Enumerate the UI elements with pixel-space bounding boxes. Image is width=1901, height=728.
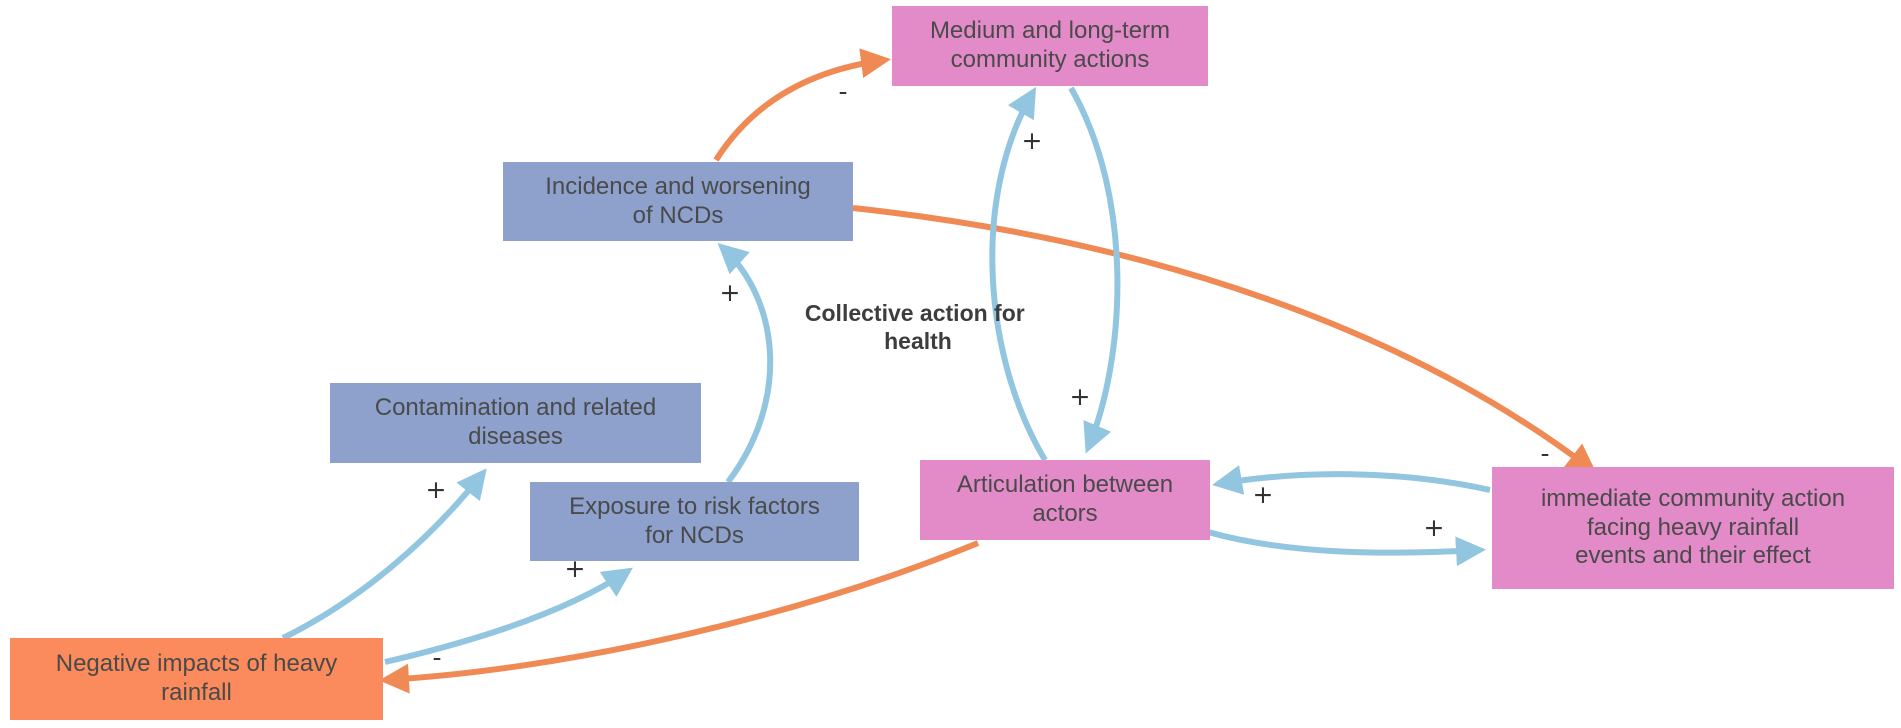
- node-medium-long-term-actions: Medium and long-term community actions: [892, 6, 1208, 86]
- polarity-articulation-to-medium: +: [1022, 126, 1043, 155]
- node-exposure-risk-factors: Exposure to risk factors for NCDs: [530, 482, 859, 561]
- link-articulation-to-impacts: [379, 540, 980, 694]
- polarity-impacts-to-exposure: +: [565, 554, 586, 583]
- polarity-articulation-to-immediate: +: [1424, 513, 1445, 542]
- polarity-ncd-to-medium: -: [838, 77, 847, 106]
- diagram-title: Collective action for health: [805, 300, 1031, 354]
- link-exposure-to-ncd: [717, 242, 774, 484]
- link-impacts-to-contamination: [281, 468, 487, 641]
- diagram-title-line-2: health: [884, 328, 952, 354]
- node-articulation-actors: Articulation between actors: [920, 460, 1210, 540]
- polarity-immediate-to-articulation: +: [1253, 480, 1274, 509]
- node-negative-impacts-rainfall: Negative impacts of heavy rainfall: [10, 638, 383, 720]
- polarity-exposure-to-ncd: +: [720, 278, 741, 307]
- polarity-articulation-to-impacts: -: [432, 643, 441, 672]
- node-contamination-diseases: Contamination and related diseases: [330, 383, 701, 463]
- link-immediate-to-articulation: [1212, 465, 1491, 495]
- link-medium-to-articulation: [1068, 86, 1121, 454]
- polarity-ncd-to-immediate: -: [1540, 439, 1549, 468]
- link-articulation-to-medium: [989, 86, 1048, 462]
- link-impacts-to-exposure: [384, 567, 633, 665]
- link-ncd-to-medium: [713, 48, 891, 162]
- polarity-medium-to-articulation: +: [1070, 382, 1091, 411]
- polarity-impacts-to-contamination: +: [426, 475, 447, 504]
- link-ncd-to-immediate: [852, 205, 1597, 474]
- node-immediate-community-action: immediate community action facing heavy …: [1492, 467, 1894, 589]
- node-ncd-incidence: Incidence and worsening of NCDs: [503, 162, 853, 241]
- link-articulation-to-immediate: [1207, 529, 1486, 567]
- diagram-title-line-1: Collective action for: [805, 300, 1025, 326]
